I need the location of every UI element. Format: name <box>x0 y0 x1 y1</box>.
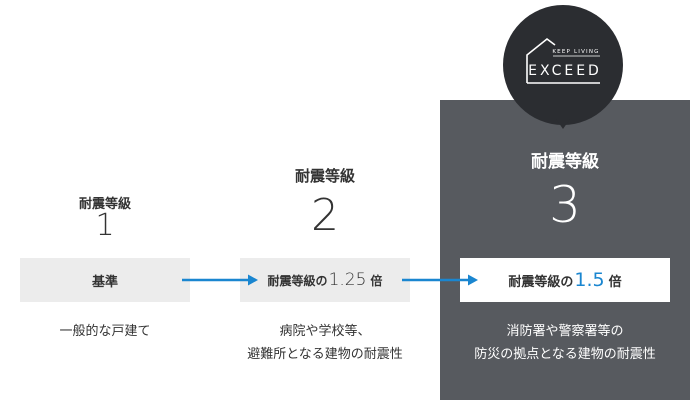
arrow-right-icon <box>182 274 258 286</box>
grade-1-label: 耐震等級 <box>78 197 131 212</box>
grade-2-label: 耐震等級 <box>294 167 355 185</box>
grade-2-box-suffix: 倍 <box>370 273 383 288</box>
grade-1-description-line: 一般的な戸建て <box>59 324 151 339</box>
grade-3-description-line-2: 防災の拠点となる建物の耐震性 <box>474 347 656 362</box>
grade-3-panel <box>440 100 690 400</box>
arrow-right-icon <box>402 274 478 286</box>
grade-3-box-suffix: 倍 <box>608 274 622 290</box>
grade-1-description: 一般的な戸建て <box>20 320 190 343</box>
grade-1-box: 基準 <box>20 258 190 302</box>
logo-bubble-tail <box>556 119 570 129</box>
grade-3-description: 消防署や警察署等の 防災の拠点となる建物の耐震性 <box>440 320 690 366</box>
grade-3-label: 耐震等級 <box>531 152 599 172</box>
grade-3-description-line-1: 消防署や警察署等の <box>506 324 624 339</box>
grade-2-number: 2 <box>311 190 339 241</box>
grade-3-box-prefix: 耐震等級の <box>508 274 574 290</box>
logo-brand: EXCEED <box>528 63 602 79</box>
grade-2-description: 病院や学校等、 避難所となる建物の耐震性 <box>215 320 435 366</box>
house-icon <box>526 37 600 84</box>
grade-1-number: 1 <box>95 208 115 243</box>
grade-2-box-prefix: 耐震等級の <box>267 273 328 288</box>
exceed-logo: KEEP LIVING EXCEED <box>526 37 602 84</box>
logo-tagline: KEEP LIVING <box>552 49 599 55</box>
grade-3-box-multiplier: 1.5 <box>574 269 605 291</box>
grade-3-number: 3 <box>549 176 581 234</box>
logo-bubble <box>503 5 623 125</box>
grade-1-box-text: 基準 <box>91 274 118 290</box>
grade-2-description-line-2: 避難所となる建物の耐震性 <box>247 347 403 362</box>
grade-2-description-line-1: 病院や学校等、 <box>279 324 371 339</box>
grade-2-box-multiplier: 1.25 <box>328 270 367 290</box>
